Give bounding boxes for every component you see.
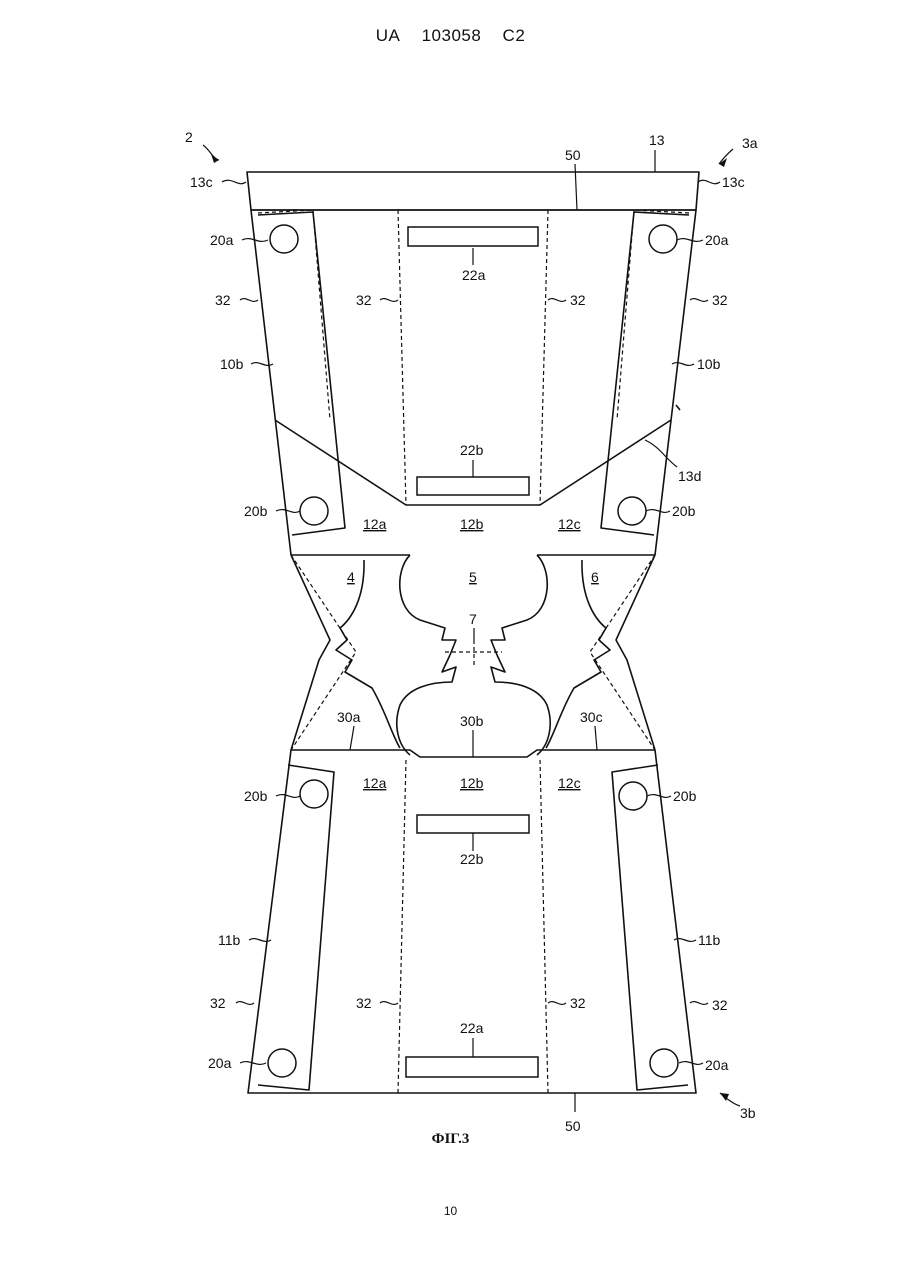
fastener-strips — [406, 227, 538, 1077]
label-12c-top: 12c — [558, 516, 581, 532]
label-20a-bl: 20a — [208, 1055, 232, 1071]
label-32-2: 32 — [356, 292, 372, 308]
label-22b-bottom: 22b — [460, 851, 484, 867]
label-30b: 30b — [460, 713, 484, 729]
crotch-upper-cut — [400, 555, 456, 655]
label-11b-left: 11b — [218, 932, 241, 948]
label-22a-top: 22a — [462, 267, 486, 283]
leader-lines — [203, 145, 740, 1112]
strip-22a-bottom — [406, 1057, 538, 1077]
label-30a: 30a — [337, 709, 361, 725]
label-2: 2 — [185, 129, 193, 145]
label-22a-bottom: 22a — [460, 1020, 484, 1036]
dot-20a-top-right — [649, 225, 677, 253]
dot-20b-top-right — [618, 497, 646, 525]
label-10b-left: 10b — [220, 356, 244, 372]
label-20b-bl: 20b — [244, 788, 268, 804]
label-20b-tr: 20b — [672, 503, 696, 519]
left-ear-upper — [258, 212, 345, 535]
waistband-top — [247, 172, 699, 210]
strip-22b-bottom — [417, 815, 529, 833]
strip-22b-top — [417, 477, 529, 495]
label-20b-tl: 20b — [244, 503, 268, 519]
page-number: 10 — [0, 1204, 901, 1218]
label-13c-right: 13c — [722, 174, 745, 190]
label-50-top: 50 — [565, 147, 581, 163]
fastener-dots — [268, 225, 678, 1077]
label-4: 4 — [347, 569, 355, 585]
label-13d: 13d — [678, 468, 701, 484]
figure-caption: ФІГ.3 — [0, 1131, 901, 1148]
label-10b-right: 10b — [697, 356, 721, 372]
label-32-3: 32 — [570, 292, 586, 308]
label-32-6: 32 — [356, 995, 372, 1011]
label-20b-br: 20b — [673, 788, 697, 804]
reference-labels: 2 3a 13 50 13c 13c 20a 20a 22a 32 32 32 … — [185, 129, 758, 1134]
dot-20a-top-left — [270, 225, 298, 253]
label-3b: 3b — [740, 1105, 756, 1121]
label-32-4: 32 — [712, 292, 728, 308]
label-32-1: 32 — [215, 292, 231, 308]
dot-20b-bottom-right — [619, 782, 647, 810]
label-12a-top: 12a — [363, 516, 387, 532]
label-32-8: 32 — [712, 997, 728, 1013]
label-32-5: 32 — [210, 995, 226, 1011]
label-13c-left: 13c — [190, 174, 213, 190]
label-11b-right: 11b — [698, 932, 721, 948]
label-12b-top: 12b — [460, 516, 484, 532]
label-3a: 3a — [742, 135, 758, 151]
label-20a-br: 20a — [705, 1057, 729, 1073]
label-5: 5 — [469, 569, 477, 585]
label-32-7: 32 — [570, 995, 586, 1011]
dot-20b-top-left — [300, 497, 328, 525]
dashed-lines — [258, 210, 689, 1093]
strip-22a-top — [408, 227, 538, 246]
label-6: 6 — [591, 569, 599, 585]
label-12a-bottom: 12a — [363, 775, 387, 791]
label-20a-tr: 20a — [705, 232, 729, 248]
label-22b-top: 22b — [460, 442, 484, 458]
label-20a-tl: 20a — [210, 232, 234, 248]
label-13: 13 — [649, 132, 665, 148]
label-12b-bottom: 12b — [460, 775, 484, 791]
dot-20a-bottom-left — [268, 1049, 296, 1077]
label-12c-bottom: 12c — [558, 775, 581, 791]
dot-20a-bottom-right — [650, 1049, 678, 1077]
figure-lines — [247, 172, 699, 1093]
dot-20b-bottom-left — [300, 780, 328, 808]
label-30c: 30c — [580, 709, 603, 725]
arrowheads — [211, 154, 729, 1101]
label-7: 7 — [469, 611, 477, 627]
